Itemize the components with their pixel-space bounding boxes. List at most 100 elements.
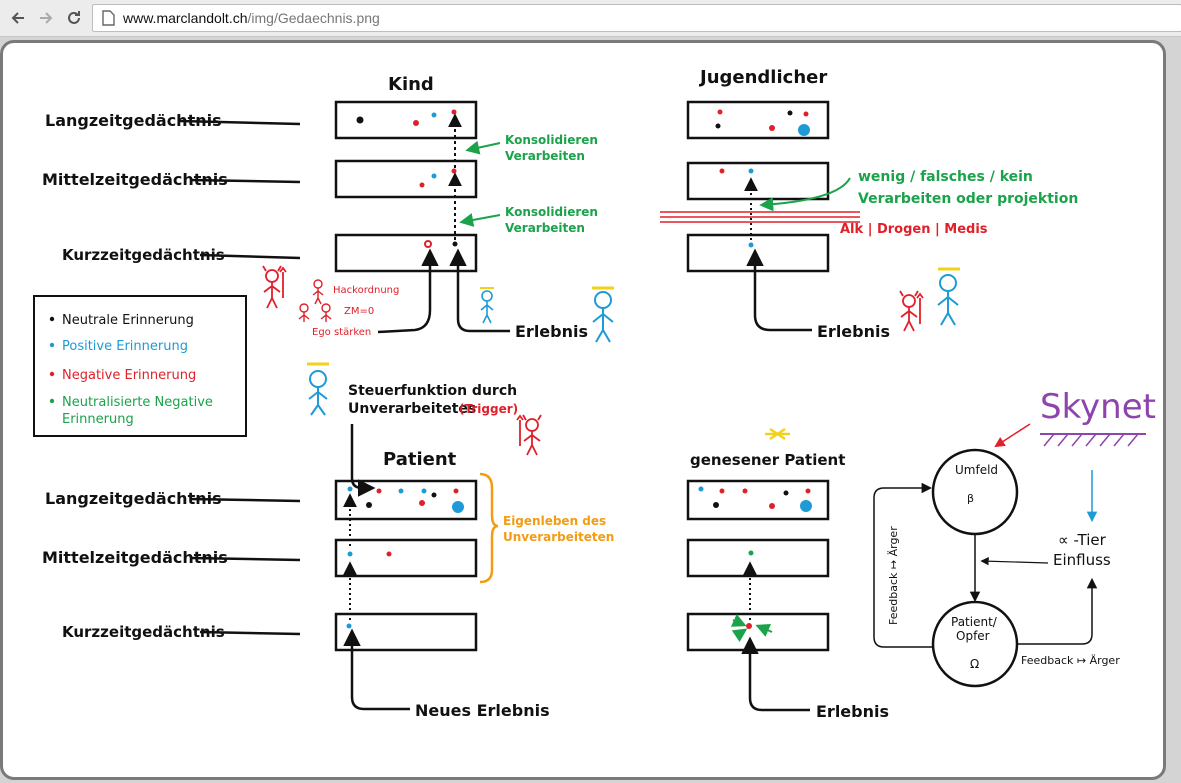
devil-icon <box>320 303 332 322</box>
genesen-mittel-box <box>686 538 830 578</box>
kind-negative-arrow <box>377 248 439 334</box>
connector-kurz-patient <box>199 630 301 636</box>
patient-dot <box>376 488 382 494</box>
genesen-dot <box>713 502 719 508</box>
patient-eigen-2: Unverarbeiteten <box>503 530 614 544</box>
opfer-node-label: Opfer <box>956 629 990 643</box>
kind-erlebnis: Erlebnis <box>515 322 588 341</box>
image-frame <box>0 40 1166 780</box>
happy-figure-icon <box>937 267 960 326</box>
kind-konsolidieren-1: Konsolidieren <box>505 133 598 147</box>
patient-dot <box>366 502 372 508</box>
connector-mittel-kind <box>189 178 301 184</box>
kind-verarbeiten-1: Verarbeiten <box>505 149 585 163</box>
back-arrow-icon <box>11 12 24 24</box>
feedback-left-label: Feedback ↦ Ärger <box>887 526 900 625</box>
legend-box <box>33 295 247 437</box>
back-button[interactable] <box>6 6 30 30</box>
patient-neues-arrow <box>343 628 410 711</box>
patient-dot <box>346 623 352 629</box>
patient-dot <box>347 486 353 492</box>
devil-icon <box>899 290 924 332</box>
genesen-green-arrow <box>755 623 773 637</box>
patient-steuer-1: Steuerfunktion durch <box>348 383 517 399</box>
genesen-lang-box <box>686 479 830 521</box>
label-kurz-patient: Kurzzeitgedächtnis <box>62 623 225 641</box>
jugend-kurz-box <box>686 233 830 273</box>
memory-diagram: Langzeitgedächtnis Mittelzeitgedächtnis … <box>33 67 1156 721</box>
address-bar[interactable]: www.marclandolt.ch/img/Gedaechnis.png <box>92 4 1181 32</box>
umfeld-label: Umfeld <box>955 463 998 477</box>
genesen-kurz-box <box>686 612 830 652</box>
umfeld-node <box>931 448 1019 536</box>
genesen-dot <box>746 623 752 629</box>
url-path: /img/Gedaechnis.png <box>247 10 380 26</box>
einfluss-arrow <box>980 557 1049 566</box>
skynet-red-arrow <box>994 423 1031 448</box>
jugend-erlebnis-arrow <box>746 248 812 332</box>
kind-konsol-arrow <box>459 213 501 227</box>
patient-eigen-1: Eigenleben des <box>503 514 606 528</box>
genesen-erlebnis-arrow <box>741 636 810 712</box>
skynet-title: Skynet <box>1040 387 1156 427</box>
patient-dot <box>421 488 427 494</box>
kind-dot <box>452 241 458 247</box>
genesen-dot <box>748 550 754 556</box>
kind-dot <box>451 109 457 115</box>
devil-icon <box>262 265 287 309</box>
sun-icon <box>765 427 790 441</box>
kind-lang-box <box>334 100 478 140</box>
kind-kurz-box <box>334 233 478 273</box>
jugend-alk: Alk | Drogen | Medis <box>840 222 988 237</box>
genesen-title: genesener Patient <box>690 451 845 469</box>
connector-lang-patient <box>189 497 301 503</box>
label-mittel-patient: Mittelzeitgedächtnis <box>42 548 228 567</box>
jugend-mittel-box <box>686 161 830 201</box>
jugend-dot <box>748 168 754 174</box>
kind-konsolidieren-2: Konsolidieren <box>505 205 598 219</box>
patient-brace <box>479 472 499 584</box>
devil-icon <box>298 303 310 322</box>
label-mittel-kind: Mittelzeitgedächtnis <box>42 170 228 189</box>
patient-lang-box <box>334 479 478 521</box>
genesen-dot <box>698 486 704 492</box>
devil-icon <box>312 279 324 305</box>
kind-title: Kind <box>388 74 434 95</box>
genesen-green-arrow <box>730 613 747 627</box>
connector-mittel-patient <box>191 556 301 562</box>
einfluss-label: Einfluss <box>1053 551 1111 569</box>
umfeld-beta: β <box>967 492 974 505</box>
reload-button[interactable] <box>62 6 86 30</box>
jugend-dot <box>769 125 775 131</box>
label-kurz-kind: Kurzzeitgedächtnis <box>62 246 225 264</box>
kind-dot <box>413 120 419 126</box>
jugend-dot <box>787 110 793 116</box>
connector-lang-kind <box>179 119 301 126</box>
patient-dot <box>452 501 464 513</box>
label-lang-patient: Langzeitgedächtnis <box>45 489 222 508</box>
jugend-dot <box>715 123 721 129</box>
browser-toolbar: www.marclandolt.ch/img/Gedaechnis.png <box>0 0 1181 37</box>
kind-verarbeiten-2: Verarbeiten <box>505 221 585 235</box>
jugend-dot <box>748 242 754 248</box>
patient-dot <box>386 551 392 557</box>
happy-figure-icon <box>307 362 329 416</box>
kind-hackordnung: Hackordnung <box>333 285 399 296</box>
page-info-icon[interactable] <box>99 9 117 27</box>
skynet-hatch <box>1043 433 1139 447</box>
kind-em: ZM=0 <box>344 306 374 317</box>
legend-neutralized-1: Neutralisierte Negative <box>62 395 213 410</box>
patient-dot <box>419 500 425 506</box>
kind-dot <box>431 112 437 118</box>
feedback-right-label: Feedback ↦ Ärger <box>1021 654 1120 667</box>
jugend-erlebnis: Erlebnis <box>817 322 890 341</box>
jugend-dot <box>798 124 810 136</box>
patient-title: Patient <box>383 449 457 470</box>
forward-button[interactable] <box>34 6 58 30</box>
connector-kurz-kind <box>199 253 301 260</box>
legend-dot-neutralized <box>49 398 55 404</box>
kind-dot <box>424 240 432 248</box>
patient-neues: Neues Erlebnis <box>415 701 550 720</box>
genesen-dot <box>800 500 812 512</box>
kind-dot <box>431 173 437 179</box>
